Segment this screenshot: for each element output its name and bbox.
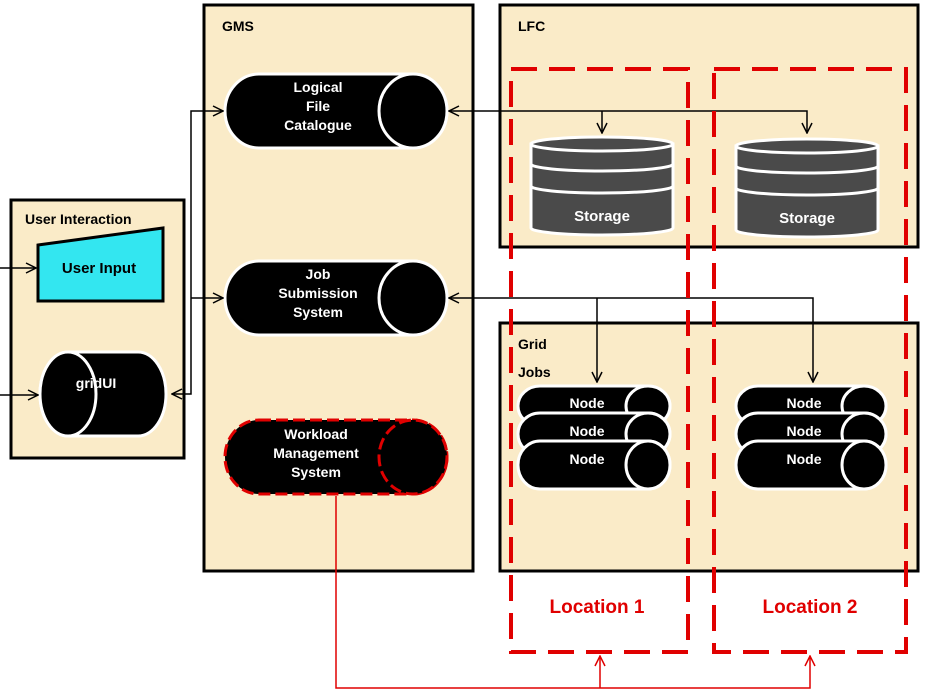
jss-line-1: Job	[306, 266, 331, 282]
user-input-shape[interactable]	[36, 226, 165, 303]
lfc-line-1: Logical	[293, 79, 342, 95]
jobs-title: Jobs	[518, 364, 551, 380]
node-left-1-label: Node	[570, 395, 605, 411]
location-1-box	[509, 67, 690, 654]
node-right-3-cylinder-icon[interactable]	[734, 439, 888, 491]
jss-line-3: System	[293, 304, 343, 320]
node-right-3-label: Node	[787, 451, 822, 467]
lfc-line-3: Catalogue	[284, 117, 352, 133]
storage-left-label: Storage	[574, 208, 630, 225]
connector-wms-locations	[335, 496, 810, 689]
location-1-label: Location 1	[549, 597, 644, 618]
node-left-3-cylinder-icon[interactable]	[516, 439, 672, 491]
lfc-cylinder-icon[interactable]	[223, 72, 449, 150]
connector-jss-nodes	[449, 298, 813, 382]
lfc-line-2: File	[306, 98, 330, 114]
gridui-label: gridUI	[76, 375, 116, 391]
wms-line-2: Management	[273, 445, 359, 461]
connector-lfc-storage	[449, 111, 807, 133]
gms-title: GMS	[222, 18, 254, 34]
location-2-label: Location 2	[762, 597, 857, 618]
grid-title: Grid	[518, 336, 547, 352]
node-left-2-label: Node	[570, 423, 605, 439]
storage-right-label: Storage	[779, 210, 835, 227]
connector-gridui-lfc	[172, 111, 223, 394]
wms-cylinder-icon[interactable]	[223, 418, 449, 496]
storage-right-database-icon[interactable]	[734, 137, 880, 239]
wms-line-1: Workload	[284, 426, 348, 442]
node-left-3-label: Node	[570, 451, 605, 467]
node-right-1-label: Node	[787, 395, 822, 411]
location-2-box	[712, 67, 908, 654]
wms-line-3: System	[291, 464, 341, 480]
jss-cylinder-icon[interactable]	[223, 259, 449, 337]
jss-line-2: Submission	[278, 285, 357, 301]
node-right-2-label: Node	[787, 423, 822, 439]
user-interaction-title: User Interaction	[25, 211, 132, 227]
user-input-label: User Input	[62, 260, 136, 277]
storage-left-database-icon[interactable]	[529, 135, 675, 237]
lfc-title: LFC	[518, 18, 545, 34]
gridui-cylinder-icon[interactable]	[38, 350, 168, 438]
